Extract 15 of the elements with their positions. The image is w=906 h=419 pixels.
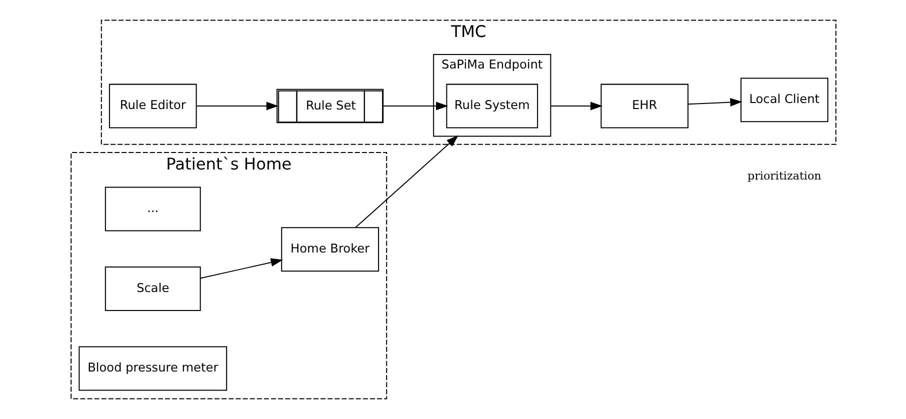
arrow: [382, 102, 448, 110]
node-box: ...: [104, 186, 200, 232]
arrow: [196, 102, 278, 110]
node-box: Rule System: [446, 84, 538, 128]
node-box: Blood pressure meter: [78, 346, 227, 391]
arrow: [200, 258, 282, 279]
arrow: [354, 135, 458, 228]
arrow: [688, 98, 742, 107]
node-box: Home Broker: [280, 227, 379, 272]
node-box: Local Client: [740, 78, 828, 122]
node-box: EHR: [600, 84, 688, 128]
label: prioritization: [747, 170, 821, 183]
node-box: Rule Editor: [108, 84, 196, 128]
arrow: [550, 102, 602, 110]
node-box: Scale: [104, 266, 200, 311]
